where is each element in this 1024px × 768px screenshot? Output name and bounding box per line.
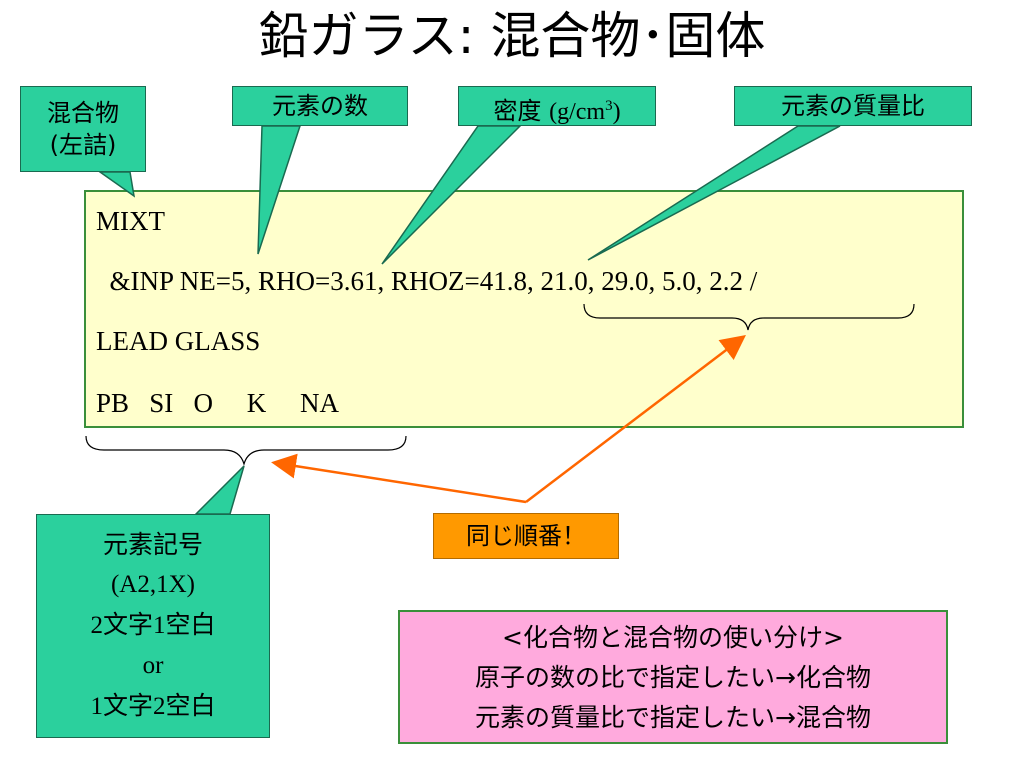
usage-note-compound: 原子の数の比で指定したい→化合物 [475, 663, 871, 692]
callout-mass-ratio-label: 元素の質量比 [781, 92, 925, 120]
pointer-mass-ratio [587, 125, 841, 261]
code-line-mixt: MIXT [96, 206, 165, 236]
arrow-to-symbols [271, 453, 527, 504]
element-symbol-title: 元素記号 [102, 530, 203, 559]
same-order-label: 同じ順番！ [433, 513, 619, 559]
callout-density-unit: (g/cm3) [549, 98, 621, 125]
callout-mass-ratio: 元素の質量比 [734, 86, 972, 126]
callout-mixture-label: 混合物 [47, 99, 119, 127]
usage-note-heading: <化合物と混合物の使い分け> [502, 623, 844, 652]
brace-rhoz-values [583, 303, 915, 331]
element-symbol-or: or [142, 652, 164, 679]
element-symbol-rule-1: 2文字1空白 [90, 610, 216, 639]
brace-element-symbols [85, 435, 407, 467]
callout-mixture-note: (左詰) [49, 131, 117, 159]
code-line-name: LEAD GLASS [96, 326, 261, 356]
pointer-density [381, 125, 522, 265]
page-title: 鉛ガラス: 混合物･固体 [258, 7, 766, 65]
callout-density: 密度 (g/cm3) [458, 86, 656, 126]
callout-density-label: 密度 [493, 97, 542, 125]
element-symbol-rule-2: 1文字2空白 [90, 691, 216, 720]
pointer-mixture [97, 171, 136, 198]
usage-note-mixture: 元素の質量比で指定したい→混合物 [475, 703, 871, 732]
usage-note-box: <化合物と混合物の使い分け> 原子の数の比で指定したい→化合物 元素の質量比で指… [398, 610, 948, 744]
input-code-box: MIXT &INP NE=5, RHO=3.61, RHOZ=41.8, 21.… [84, 190, 964, 428]
callout-element-symbols: 元素記号 (A2,1X) 2文字1空白 or 1文字2空白 [36, 514, 270, 738]
code-line-elements: PB SI O K NA [96, 388, 340, 418]
rhoz-values: 41.8, 21.0, 29.0, 5.0, 2.2 [479, 266, 743, 296]
callout-element-count: 元素の数 [232, 86, 408, 126]
callout-mixture: 混合物 (左詰) [20, 86, 146, 172]
callout-element-count-label: 元素の数 [272, 92, 368, 120]
pointer-element-symbols [194, 465, 245, 515]
pointer-element-count [257, 125, 302, 255]
element-symbol-format: (A2,1X) [110, 571, 195, 598]
code-line-inp: &INP NE=5, RHO=3.61, RHOZ=41.8, 21.0, 29… [96, 266, 758, 296]
arrow-to-values [525, 334, 746, 503]
